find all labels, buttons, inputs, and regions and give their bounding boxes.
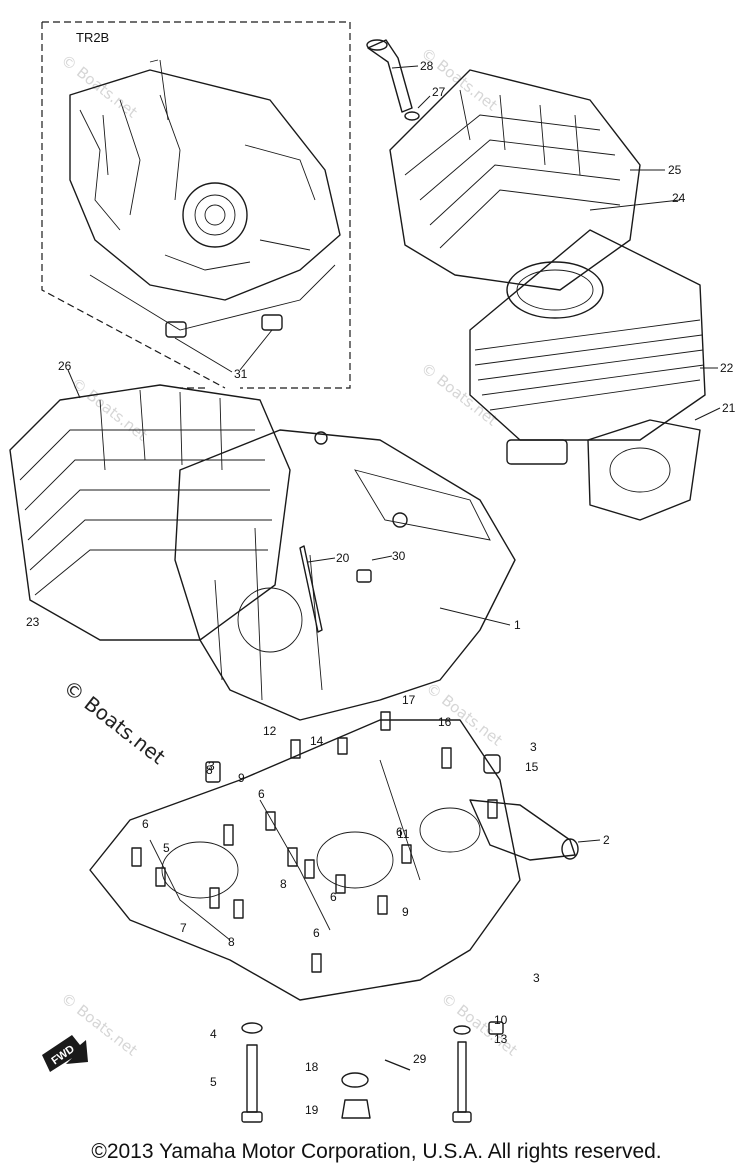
callout-6-b: 6 [258, 787, 265, 801]
fwd-arrow-icon: FWD [42, 1035, 88, 1072]
callout-28: 28 [420, 59, 434, 73]
dowel-pins [131, 711, 504, 1035]
callout-10: 10 [494, 1013, 508, 1027]
callout-6-a: 6 [142, 817, 149, 831]
watermark-layer: © Boats.net © Boats.net © Boats.net © Bo… [58, 44, 521, 1060]
callout-16: 16 [438, 715, 452, 729]
part-26-cylinder-head [9, 369, 291, 641]
callout-6-e: 6 [313, 926, 320, 940]
watermark-2: © Boats.net [418, 44, 501, 115]
callout-9-a: 9 [238, 771, 245, 785]
callout-labels: 1 2 3 3 4 5 5 6 6 6 6 6 7 8 8 8 9 9 10 1… [26, 59, 736, 1117]
watermark-main: © Boats.net [59, 675, 170, 769]
callout-24: 24 [672, 191, 686, 205]
callout-3-upper-left: 3 [208, 759, 215, 773]
callout-5-upper: 5 [163, 841, 170, 855]
callout-8-b: 8 [280, 877, 287, 891]
callout-14: 14 [310, 734, 324, 748]
callout-18: 18 [305, 1060, 319, 1074]
part-21-gasket [587, 407, 721, 521]
callout-8-c: 8 [206, 763, 213, 777]
watermark-7: © Boats.net [438, 989, 521, 1060]
exploded-parts-diagram: © Boats.net © Boats.net © Boats.net © Bo… [9, 21, 736, 1123]
callout-8-a: 8 [228, 935, 235, 949]
tr2b-inset: TR2B [41, 21, 351, 389]
callout-31: 31 [234, 367, 248, 381]
part-22-cylinder [469, 199, 718, 465]
callout-12: 12 [263, 724, 277, 738]
copyright-footer: ©2013 Yamaha Motor Corporation, U.S.A. A… [91, 1140, 662, 1163]
callout-3-bottom: 3 [533, 971, 540, 985]
callout-20: 20 [336, 551, 350, 565]
inset-title: TR2B [76, 30, 109, 45]
callout-4: 4 [210, 1027, 217, 1041]
callout-3-top: 3 [530, 740, 537, 754]
callout-2: 2 [603, 833, 610, 847]
part-25-cylinder-head [389, 69, 665, 291]
callout-23: 23 [26, 615, 40, 629]
callout-17: 17 [402, 693, 416, 707]
callout-5: 5 [210, 1075, 217, 1089]
callout-15: 15 [525, 760, 539, 774]
callout-11: 11 [397, 827, 410, 841]
lower-crankcase [89, 719, 601, 1001]
bottom-fasteners [241, 1022, 472, 1123]
callout-9-b: 9 [402, 905, 409, 919]
part-31-plugs [165, 314, 283, 373]
callout-29: 29 [413, 1052, 427, 1066]
part-1-upper-crankcase [174, 429, 516, 721]
callout-7: 7 [180, 921, 187, 935]
callout-21: 21 [722, 401, 736, 415]
callout-26: 26 [58, 359, 72, 373]
part-20-stud [299, 545, 336, 633]
callout-22: 22 [720, 361, 734, 375]
callout-25: 25 [668, 163, 682, 177]
callout-27: 27 [432, 85, 446, 99]
callout-13: 13 [494, 1032, 508, 1046]
callout-6-c: 6 [396, 825, 403, 839]
callout-1: 1 [514, 618, 521, 632]
callout-19: 19 [305, 1103, 319, 1117]
part-30-nut [356, 555, 393, 583]
callout-30: 30 [392, 549, 406, 563]
watermark-5: © Boats.net [423, 679, 506, 750]
callout-6-d: 6 [330, 890, 337, 904]
part-28-bolt [366, 39, 431, 121]
watermark-3: © Boats.net [68, 374, 151, 445]
inset-crankcase [69, 59, 341, 331]
inset-dashed-border [41, 21, 351, 389]
